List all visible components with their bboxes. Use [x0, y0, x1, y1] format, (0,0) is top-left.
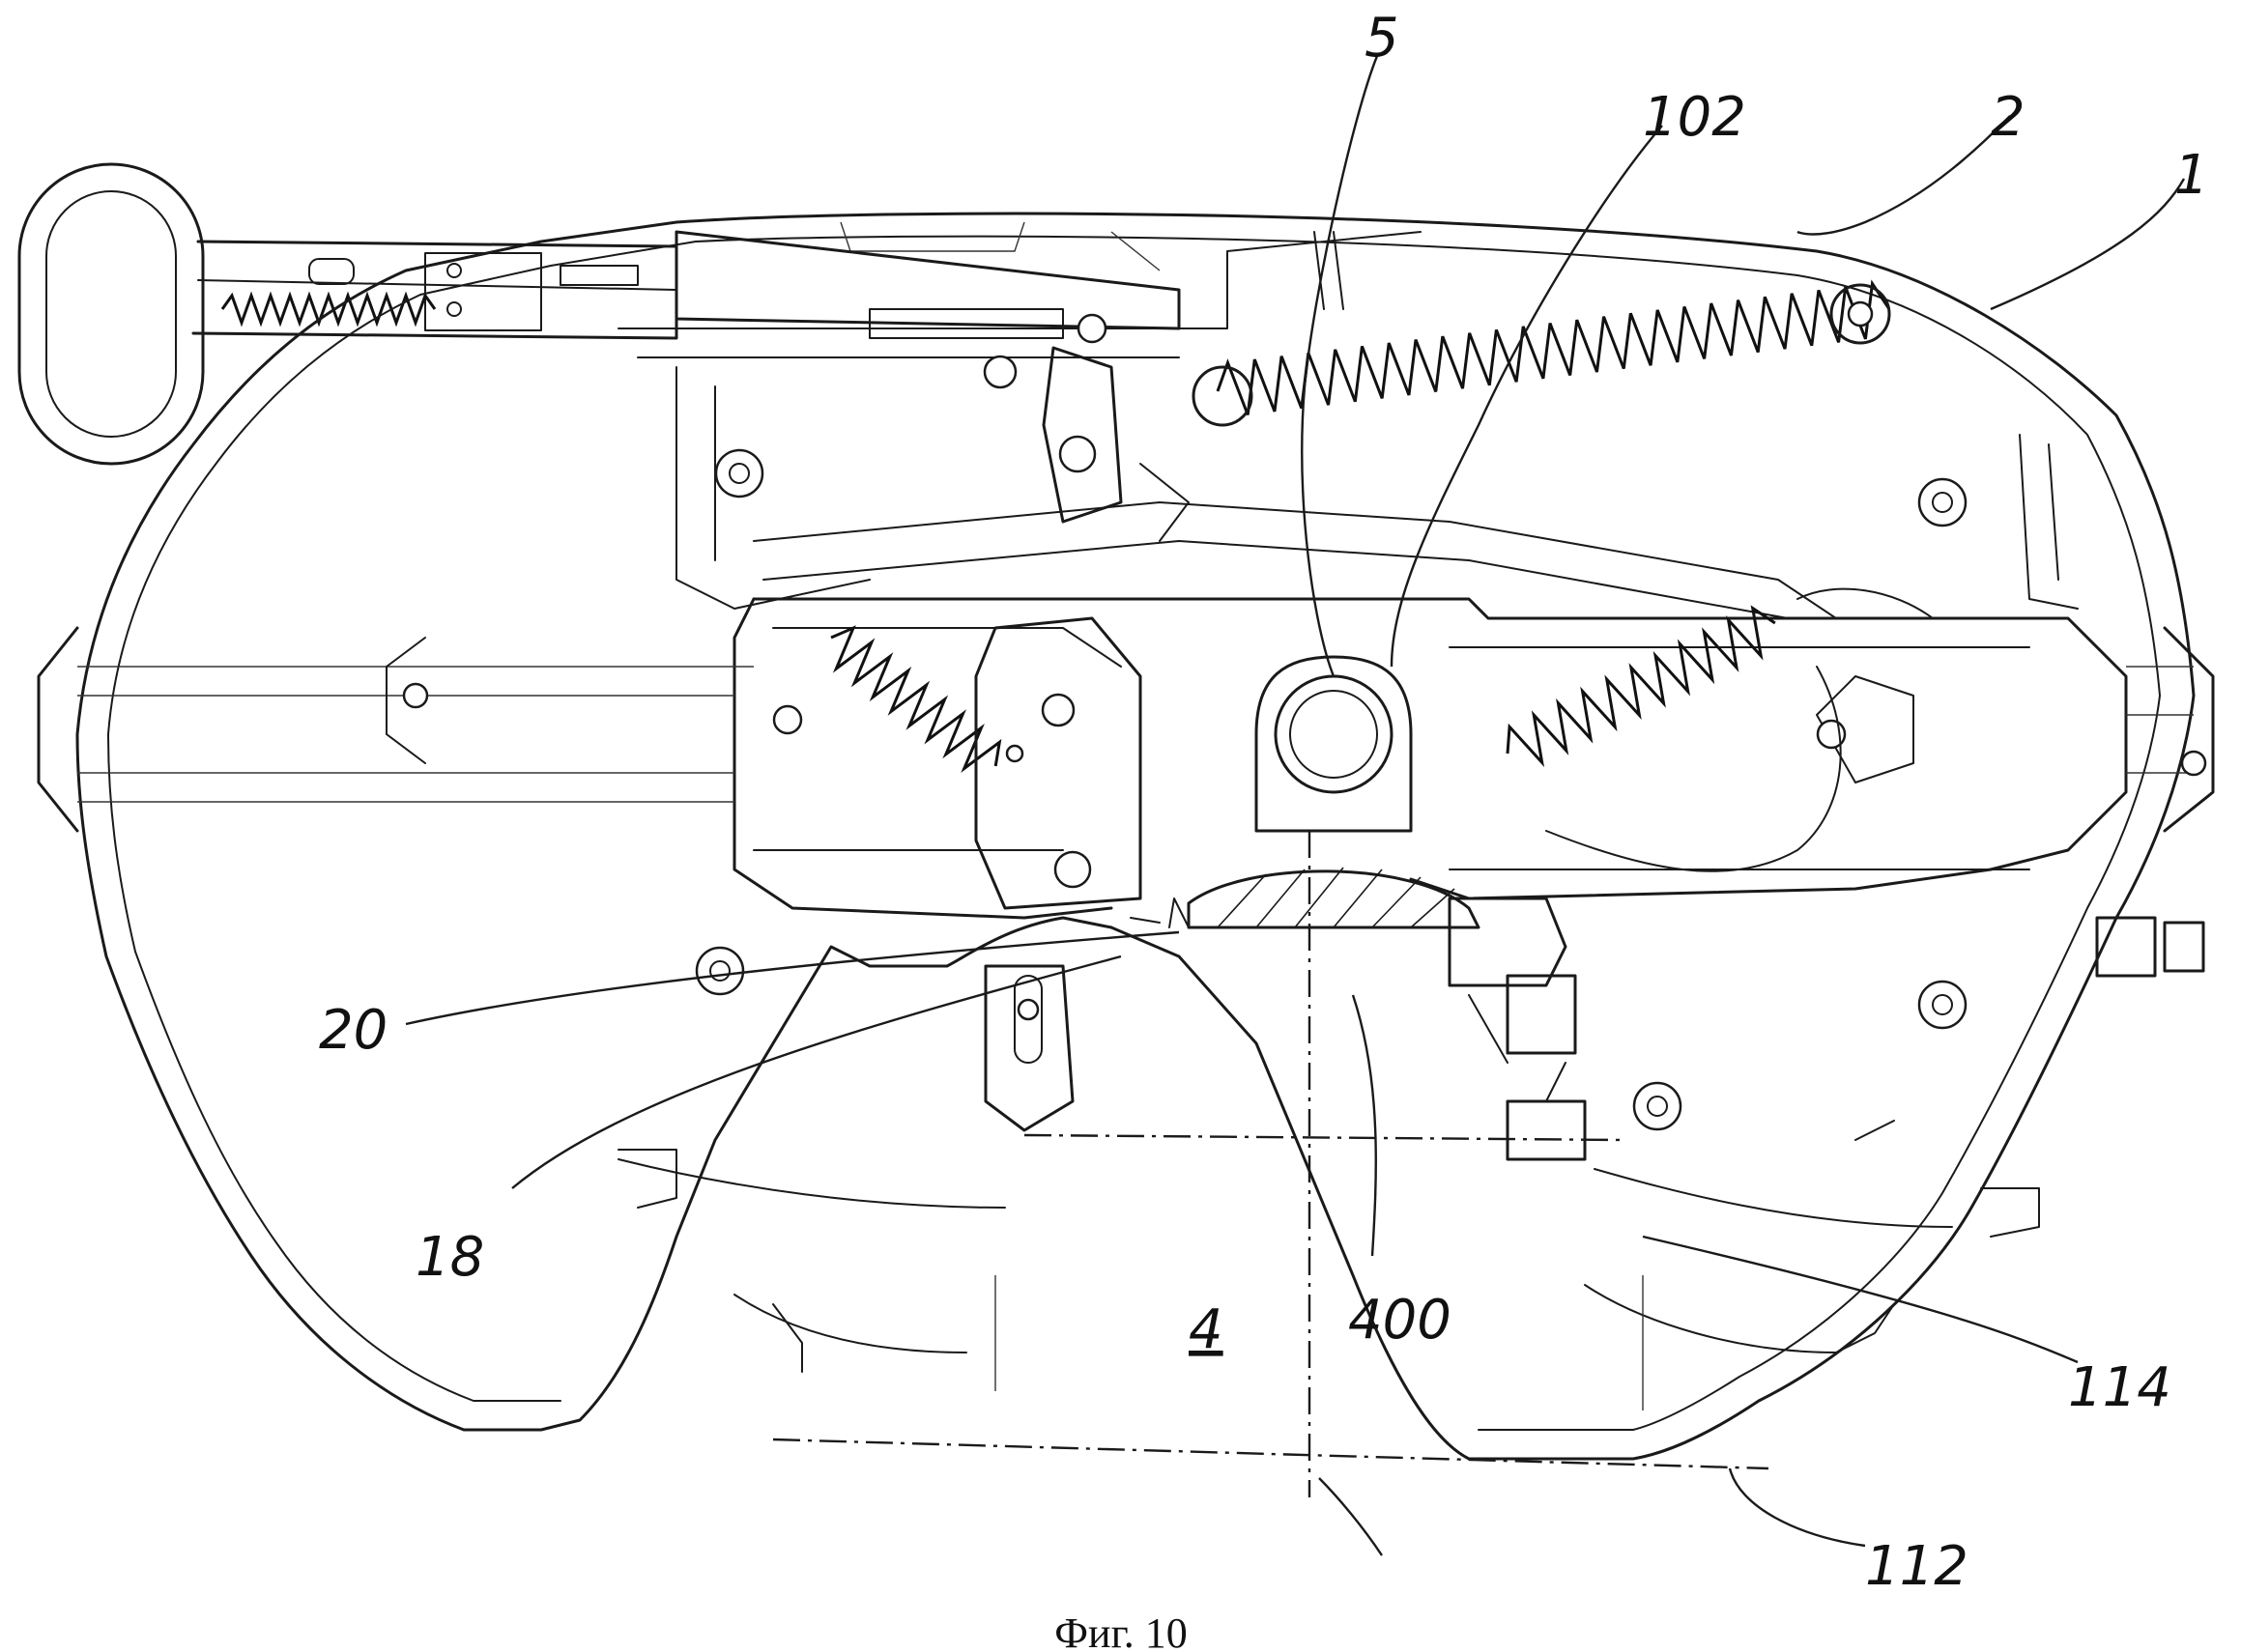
label-112: 112	[1865, 1535, 1968, 1598]
pull-handle	[17, 162, 678, 466]
label-18: 18	[416, 1226, 484, 1289]
handle-spring	[220, 291, 437, 328]
hatched-wedge	[1187, 867, 1480, 929]
right-spring	[1506, 587, 1934, 872]
label-400: 400	[1348, 1289, 1451, 1352]
label-1: 1	[2174, 144, 2209, 207]
upper-frame	[618, 221, 2079, 619]
left-lower-catch	[984, 897, 1190, 1132]
center-axis	[772, 831, 1769, 1497]
figure-caption: Фиг. 10	[1054, 1609, 1187, 1652]
label-114: 114	[2068, 1356, 2171, 1419]
coupling-plate-outline	[75, 212, 2196, 1461]
reference-labels: 5 102 2 1 20 18 4 400 114 112	[319, 7, 2209, 1598]
label-4: 4	[1189, 1298, 1223, 1361]
lock-plate	[974, 616, 1142, 910]
left-spring	[830, 625, 1002, 774]
central-crossbar	[77, 597, 2194, 920]
main-spring-102	[1192, 279, 1891, 427]
label-20: 20	[319, 999, 388, 1062]
left-side-bracket	[37, 626, 803, 833]
label-102: 102	[1643, 86, 1746, 149]
label-5: 5	[1365, 7, 1399, 70]
label-2: 2	[1991, 86, 2026, 149]
left-ramp	[618, 1149, 1006, 1391]
leader-lines	[405, 55, 2186, 1556]
locking-lever	[675, 230, 1190, 542]
right-mechanism	[1448, 897, 2205, 1161]
kingpin-5	[1254, 655, 1413, 833]
plate-bolts	[695, 355, 1968, 1131]
right-side-bracket	[1816, 626, 2215, 833]
right-ramp-114	[1584, 1120, 2040, 1410]
